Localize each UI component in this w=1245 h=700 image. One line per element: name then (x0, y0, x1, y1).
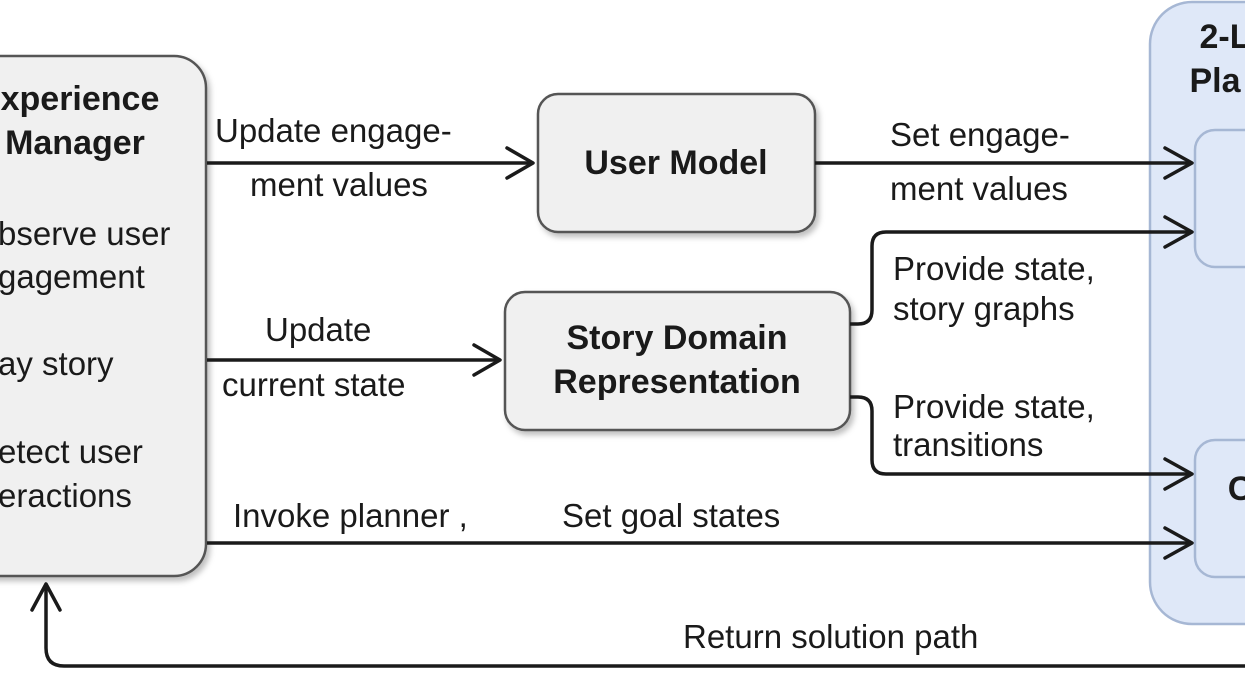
edge-update-state-line1: Update (265, 311, 371, 348)
user-model-label: User Model (584, 144, 767, 182)
edge-invoke-planner-label: Invoke planner , (233, 497, 468, 534)
experience-manager-title-line2: Manager (5, 124, 145, 162)
edge-update-engagement-line2: ment values (250, 166, 428, 203)
edge-provide-transitions-line1: Provide state, (893, 388, 1095, 425)
edge-set-engagement-line2: ment values (890, 170, 1068, 207)
edge-update-state: Update current state (207, 311, 502, 403)
edge-return-path: Return solution path (30, 582, 1245, 668)
edge-provide-graphs: Provide state, story graphs (850, 215, 1194, 327)
planner-inner-box-bottom (1193, 438, 1245, 579)
planner-inner-box-top (1193, 128, 1245, 269)
planner-title-line2: Pla (1189, 62, 1241, 100)
experience-manager-box: xperience Manager bserve user gagement a… (0, 54, 208, 578)
edge-update-state-line2: current state (222, 366, 405, 403)
edge-provide-graphs-line2: story graphs (893, 290, 1075, 327)
experience-manager-item-2: gagement (0, 258, 145, 295)
experience-manager-item-5: eractions (0, 477, 132, 514)
planner-title-line1: 2-L (1200, 18, 1245, 56)
story-domain-box: Story Domain Representation (503, 290, 852, 432)
edge-set-engagement-line1: Set engage- (890, 116, 1070, 153)
story-domain-line2: Representation (553, 363, 801, 401)
edge-set-engagement: Set engage- ment values (815, 116, 1194, 207)
experience-manager-item-1: bserve user (0, 215, 170, 252)
edge-provide-transitions: Provide state, transitions (850, 388, 1194, 491)
planner-inner-fragment: C (1228, 470, 1245, 508)
story-domain-line1: Story Domain (566, 319, 787, 357)
edge-invoke-planner: Invoke planner , Set goal states (207, 497, 1194, 560)
planner-container: 2-L Pla C (1148, 0, 1245, 626)
experience-manager-title-line1: xperience (1, 80, 160, 118)
edge-provide-graphs-line1: Provide state, (893, 250, 1095, 287)
edge-set-goal-states-label: Set goal states (562, 497, 780, 534)
edge-provide-transitions-line2: transitions (893, 426, 1043, 463)
experience-manager-item-3: ay story (0, 345, 114, 382)
experience-manager-item-4: etect user (0, 433, 143, 470)
edge-return-path-label: Return solution path (683, 618, 978, 655)
edge-update-engagement-line1: Update engage- (215, 112, 452, 149)
edge-update-engagement: Update engage- ment values (207, 112, 535, 203)
user-model-box: User Model (536, 92, 817, 234)
